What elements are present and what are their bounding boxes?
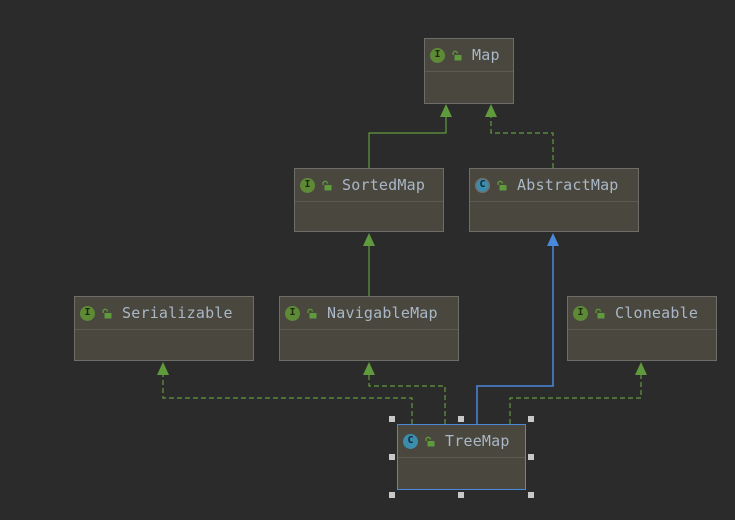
edge-treemap-cloneable[interactable] xyxy=(509,362,647,424)
interface-icon: I xyxy=(300,177,315,193)
resize-handle-top-right[interactable] xyxy=(528,416,534,422)
node-treemap[interactable]: C TreeMap xyxy=(397,424,526,490)
node-serializable[interactable]: I Serializable xyxy=(74,296,254,361)
node-navigablemap-label: NavigableMap xyxy=(327,304,438,322)
node-sortedmap[interactable]: I SortedMap xyxy=(294,168,444,232)
resize-handle-bottom[interactable] xyxy=(458,492,464,498)
public-visibility-icon xyxy=(594,308,605,319)
node-serializable-label: Serializable xyxy=(122,304,233,322)
node-map[interactable]: I Map xyxy=(424,38,514,104)
node-treemap-label: TreeMap xyxy=(445,432,510,450)
resize-handle-top-left[interactable] xyxy=(389,416,395,422)
resize-handle-top[interactable] xyxy=(458,416,464,422)
interface-icon: I xyxy=(573,305,588,321)
edge-abstractmap-map[interactable] xyxy=(485,104,554,168)
public-visibility-icon xyxy=(424,436,435,447)
node-map-label: Map xyxy=(472,46,500,64)
edge-navigablemap-sortedmap[interactable] xyxy=(363,233,375,296)
node-sortedmap-label: SortedMap xyxy=(342,176,426,194)
resize-handle-right[interactable] xyxy=(528,454,534,460)
public-visibility-icon xyxy=(451,50,462,61)
class-icon: C xyxy=(403,433,418,449)
node-cloneable[interactable]: I Cloneable xyxy=(567,296,717,361)
node-abstractmap-label: AbstractMap xyxy=(517,176,619,194)
interface-icon: I xyxy=(430,47,445,63)
node-cloneable-label: Cloneable xyxy=(615,304,699,322)
interface-icon: I xyxy=(285,305,300,321)
resize-handle-left[interactable] xyxy=(389,454,395,460)
node-abstractmap[interactable]: C AbstractMap xyxy=(469,168,639,232)
edge-treemap-navigablemap[interactable] xyxy=(363,362,446,424)
edge-treemap-serializable[interactable] xyxy=(157,362,413,424)
resize-handle-bottom-right[interactable] xyxy=(528,492,534,498)
node-navigablemap[interactable]: I NavigableMap xyxy=(279,296,459,361)
resize-handle-bottom-left[interactable] xyxy=(389,492,395,498)
interface-icon: I xyxy=(80,305,95,321)
public-visibility-icon xyxy=(306,308,317,319)
edge-treemap-abstractmap[interactable] xyxy=(476,233,559,424)
public-visibility-icon xyxy=(101,308,112,319)
public-visibility-icon xyxy=(496,180,507,191)
edge-sortedmap-map[interactable] xyxy=(368,104,452,168)
public-visibility-icon xyxy=(321,180,332,191)
abstract-class-icon: C xyxy=(475,177,490,193)
